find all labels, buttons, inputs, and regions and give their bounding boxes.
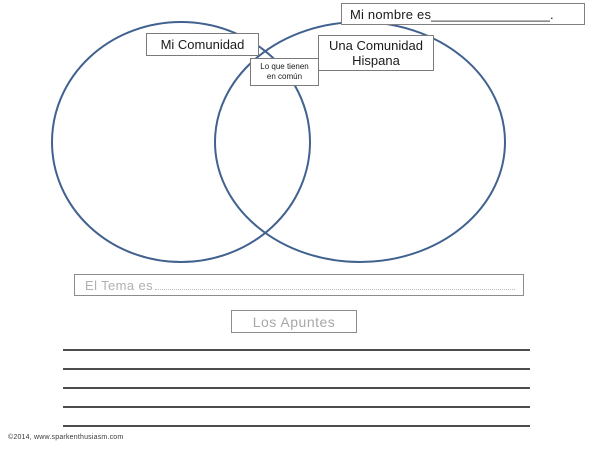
venn-diagram	[51, 21, 506, 263]
theme-field-rule	[155, 288, 515, 290]
venn-label-left-text: Mi Comunidad	[160, 37, 245, 52]
notes-header-label: Los Apuntes	[252, 313, 336, 330]
writing-line[interactable]	[63, 425, 530, 427]
writing-line[interactable]	[63, 349, 530, 351]
name-field-label: Mi nombre es________________.	[350, 6, 554, 22]
writing-line[interactable]	[63, 387, 530, 389]
notes-writing-lines	[63, 349, 530, 427]
footer-copyright: ©2014, www.sparkenthusiasm.com	[8, 434, 124, 441]
venn-label-right-text: Una Comunidad Hispana	[329, 38, 423, 68]
venn-label-intersection-text: Lo que tienen en común	[260, 62, 309, 82]
venn-label-left[interactable]: Mi Comunidad	[146, 33, 259, 56]
theme-field-label: El Tema es	[85, 277, 154, 293]
venn-label-intersection[interactable]: Lo que tienen en común	[250, 58, 319, 86]
venn-label-right-line2: Hispana	[352, 53, 400, 68]
theme-field[interactable]: El Tema es	[74, 274, 524, 296]
venn-label-intersection-line2: en común	[266, 72, 303, 81]
venn-circle-left	[51, 21, 311, 263]
notes-header-box[interactable]: Los Apuntes	[231, 310, 357, 333]
venn-label-right[interactable]: Una Comunidad Hispana	[318, 35, 434, 71]
name-field[interactable]: Mi nombre es________________.	[341, 3, 585, 25]
theme-field-inner: El Tema es	[85, 277, 515, 293]
venn-label-intersection-line1: Lo que tienen	[260, 62, 309, 71]
writing-line[interactable]	[63, 406, 530, 408]
venn-label-right-line1: Una Comunidad	[329, 38, 423, 53]
writing-line[interactable]	[63, 368, 530, 370]
